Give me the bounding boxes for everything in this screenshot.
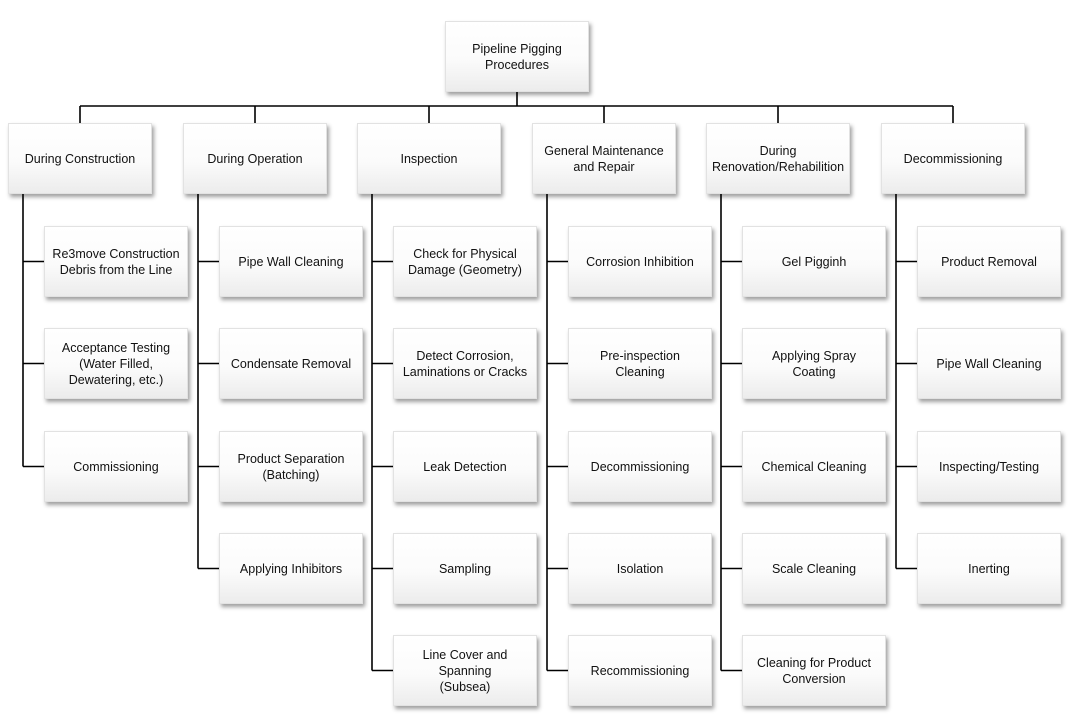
child-during-operation-3: Product Separation (Batching) xyxy=(219,431,363,502)
child-inspection-5: Line Cover and Spanning (Subsea) xyxy=(393,635,537,706)
child-during-renovation-rehabilition-5: Cleaning for Product Conversion xyxy=(742,635,886,706)
child-during-renovation-rehabilition-4: Scale Cleaning xyxy=(742,533,886,604)
header-during-renovation-rehabilition: During Renovation/Rehabilition xyxy=(706,123,850,194)
child-inspection-3: Leak Detection xyxy=(393,431,537,502)
child-decommissioning-3: Inspecting/Testing xyxy=(917,431,1061,502)
child-general-maintenance-and-repair-4: Isolation xyxy=(568,533,712,604)
child-general-maintenance-and-repair-1: Corrosion Inhibition xyxy=(568,226,712,297)
child-during-construction-3: Commissioning xyxy=(44,431,188,502)
child-during-operation-4: Applying Inhibitors xyxy=(219,533,363,604)
child-general-maintenance-and-repair-2: Pre-inspection Cleaning xyxy=(568,328,712,399)
child-general-maintenance-and-repair-5: Recommissioning xyxy=(568,635,712,706)
child-during-construction-1: Re3move Construction Debris from the Lin… xyxy=(44,226,188,297)
child-decommissioning-1: Product Removal xyxy=(917,226,1061,297)
child-during-renovation-rehabilition-2: Applying Spray Coating xyxy=(742,328,886,399)
child-inspection-1: Check for Physical Damage (Geometry) xyxy=(393,226,537,297)
header-inspection: Inspection xyxy=(357,123,501,194)
root-node: Pipeline Pigging Procedures xyxy=(445,21,589,92)
child-decommissioning-2: Pipe Wall Cleaning xyxy=(917,328,1061,399)
child-decommissioning-4: Inerting xyxy=(917,533,1061,604)
header-during-operation: During Operation xyxy=(183,123,327,194)
header-general-maintenance-and-repair: General Maintenance and Repair xyxy=(532,123,676,194)
child-during-operation-1: Pipe Wall Cleaning xyxy=(219,226,363,297)
child-during-operation-2: Condensate Removal xyxy=(219,328,363,399)
header-during-construction: During Construction xyxy=(8,123,152,194)
child-inspection-2: Detect Corrosion, Laminations or Cracks xyxy=(393,328,537,399)
child-during-renovation-rehabilition-1: Gel Pigginh xyxy=(742,226,886,297)
header-decommissioning: Decommissioning xyxy=(881,123,1025,194)
child-inspection-4: Sampling xyxy=(393,533,537,604)
child-during-construction-2: Acceptance Testing (Water Filled, Dewate… xyxy=(44,328,188,399)
child-during-renovation-rehabilition-3: Chemical Cleaning xyxy=(742,431,886,502)
child-general-maintenance-and-repair-3: Decommissioning xyxy=(568,431,712,502)
